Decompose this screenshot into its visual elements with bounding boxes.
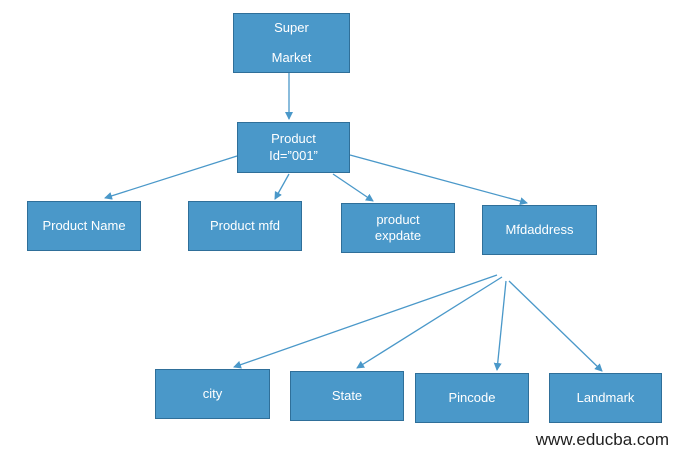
node-landmark-label: Landmark <box>576 389 635 405</box>
node-product-name-label: Product Name <box>42 217 126 233</box>
node-mfdaddress: Mfdaddress <box>482 205 597 255</box>
node-product-expdate: product expdate <box>341 203 455 253</box>
node-state: State <box>290 371 404 421</box>
node-pincode: Pincode <box>415 373 529 423</box>
node-product-expdate-line1: product <box>376 211 420 227</box>
edge-mfdaddress-to-landmark <box>508 280 603 372</box>
edge-mfdaddress-to-city <box>233 274 498 369</box>
node-super-market-line1: Super <box>274 20 309 35</box>
node-landmark: Landmark <box>549 373 662 423</box>
node-super-market-line2: Market <box>271 50 312 65</box>
node-product-name: Product Name <box>27 201 141 251</box>
node-pincode-label: Pincode <box>448 389 496 405</box>
node-product-id-line1: Product <box>271 131 316 147</box>
node-product-mfd: Product mfd <box>188 201 302 251</box>
node-product-mfd-label: Product mfd <box>209 217 281 233</box>
edge-product-id-to-product-name <box>104 155 238 200</box>
watermark-text: www.educba.com <box>535 430 669 449</box>
edge-product-id-to-product-expdate <box>332 173 374 202</box>
node-product-id: Product Id=”001” <box>237 122 350 173</box>
node-product-id-line2: Id=”001” <box>269 147 318 163</box>
edge-mfdaddress-to-state <box>356 276 503 369</box>
node-state-label: State <box>331 387 363 403</box>
node-city: city <box>155 369 270 419</box>
edge-mfdaddress-to-pincode <box>493 280 507 371</box>
node-super-market: Super Market <box>233 13 350 73</box>
node-mfdaddress-label: Mfdaddress <box>505 221 574 237</box>
edge-product-id-to-product-mfd <box>274 173 290 200</box>
node-city-label: city <box>202 385 223 401</box>
edge-product-id-to-mfdaddress <box>349 154 528 206</box>
node-product-expdate-line2: expdate <box>374 228 422 243</box>
